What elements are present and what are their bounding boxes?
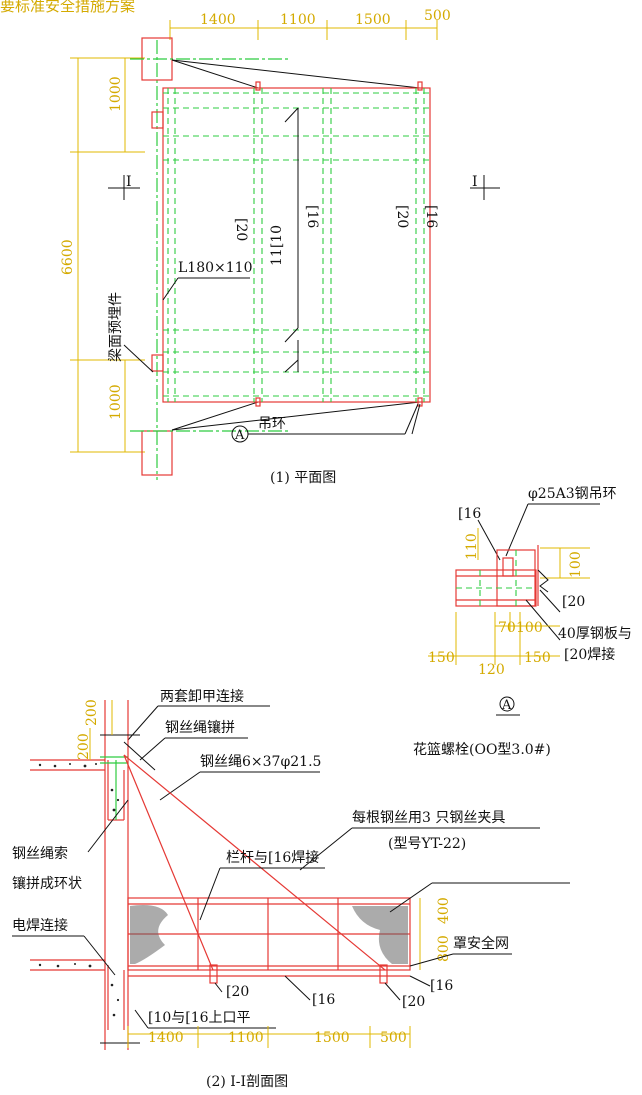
plan-label-embed: 梁面预埋件 (108, 292, 124, 362)
section-weld: 电焊连接 (12, 917, 68, 934)
detail-dim-150a: 150 (428, 650, 455, 666)
section-rope-loop-2: 镶拼成环状 (12, 875, 82, 892)
detail-a-title-ref: A (501, 698, 512, 713)
plan-dim-500: 500 (424, 8, 451, 24)
section-dim-200b: 200 (84, 699, 100, 726)
section-title: (2) I-I剖面图 (206, 1074, 288, 1090)
section-rope-spec: 钢丝绳6×37φ21.5 (200, 754, 321, 770)
section-clamp: 每根钢丝用3 只钢丝夹具 (352, 810, 505, 826)
section-bottom-1500: 1500 (314, 1030, 350, 1046)
concrete-hatch (38, 763, 120, 1017)
section-bottom-1400: 1400 (148, 1030, 184, 1046)
plan-dim-1500: 1500 (355, 12, 391, 28)
section-dim-400: 400 (436, 897, 452, 924)
plan-dim-1100: 1100 (280, 12, 316, 28)
plan-label-c20-right: [20 (394, 205, 410, 228)
detail-plate-label-2: [20焊接 (564, 646, 615, 663)
section-view: 两套卸甲连接 钢丝绳镶拼 花篮螺栓(OO型3.0#) 钢丝绳6×37φ21.5 … (12, 688, 570, 1090)
section-c20a: [20 (226, 984, 249, 1000)
detail-a: φ25A3钢吊环 [16 110 100 [20 40厚钢板与 [20焊接 (428, 486, 632, 716)
plan-label-c16-right: [16 (423, 205, 439, 228)
plan-label-c20-left: [20 (233, 218, 249, 241)
section-c10-note: [10与[16上口平 (148, 1010, 251, 1026)
detail-ring-label: φ25A3钢吊环 (528, 486, 617, 502)
section-clamp-model: (型号YT-22) (388, 836, 466, 852)
plan-label-lifting-ring: 吊环 (258, 416, 286, 432)
section-railing: 栏杆与[16焊接 (226, 849, 319, 866)
detail-dim-70: 70 (498, 620, 516, 636)
section-c16b: [16 (430, 978, 453, 994)
section-bottom-1100: 1100 (228, 1030, 264, 1046)
plan-view: 1400 1100 1500 500 1000 6600 1000 (60, 8, 500, 486)
plan-dim-1400: 1400 (200, 12, 236, 28)
section-mark-right: I (472, 174, 478, 190)
section-dim-200a: 200 (76, 733, 92, 760)
detail-plate-label: 40厚钢板与 (558, 626, 632, 642)
section-c16a: [16 (312, 992, 335, 1008)
platform-outline (162, 87, 431, 403)
section-c20b: [20 (402, 994, 425, 1010)
detail-c20-label: [20 (562, 594, 585, 610)
detail-dim-150b: 150 (524, 650, 551, 666)
section-bottom-500: 500 (380, 1030, 407, 1046)
detail-dim-120: 120 (478, 662, 505, 678)
header-title: 要标准安全措施方案 (0, 0, 135, 15)
plan-label-c16-mid: [16 (304, 205, 320, 228)
section-turnbuckle: 花篮螺栓(OO型3.0#) (413, 742, 551, 758)
section-net: 罩安全网 (453, 935, 509, 952)
plan-dim-1000-bottom: 1000 (108, 384, 124, 420)
plan-dim-6600: 6600 (60, 239, 76, 275)
section-mark-left: I (126, 174, 132, 190)
detail-dim-100b: 100 (516, 620, 543, 636)
detail-dim-100: 100 (568, 551, 584, 578)
plan-title: (1) 平面图 (270, 470, 336, 486)
embed-plate-bottom (151, 354, 164, 372)
detail-c16-label: [16 (458, 506, 481, 522)
plan-detail-ref: A (234, 428, 245, 443)
plan-dim-1000-top: 1000 (108, 76, 124, 112)
detail-dim-110: 110 (464, 533, 480, 560)
section-rope-loop-1: 钢丝绳索 (12, 845, 68, 862)
section-rope-splice: 钢丝绳镶拼 (165, 719, 235, 736)
plan-label-c10: 11[10 (269, 225, 285, 266)
plan-label-angle: L180×110 (178, 260, 252, 276)
section-shackle-label: 两套卸甲连接 (160, 688, 244, 705)
embed-plate-top (151, 111, 164, 129)
